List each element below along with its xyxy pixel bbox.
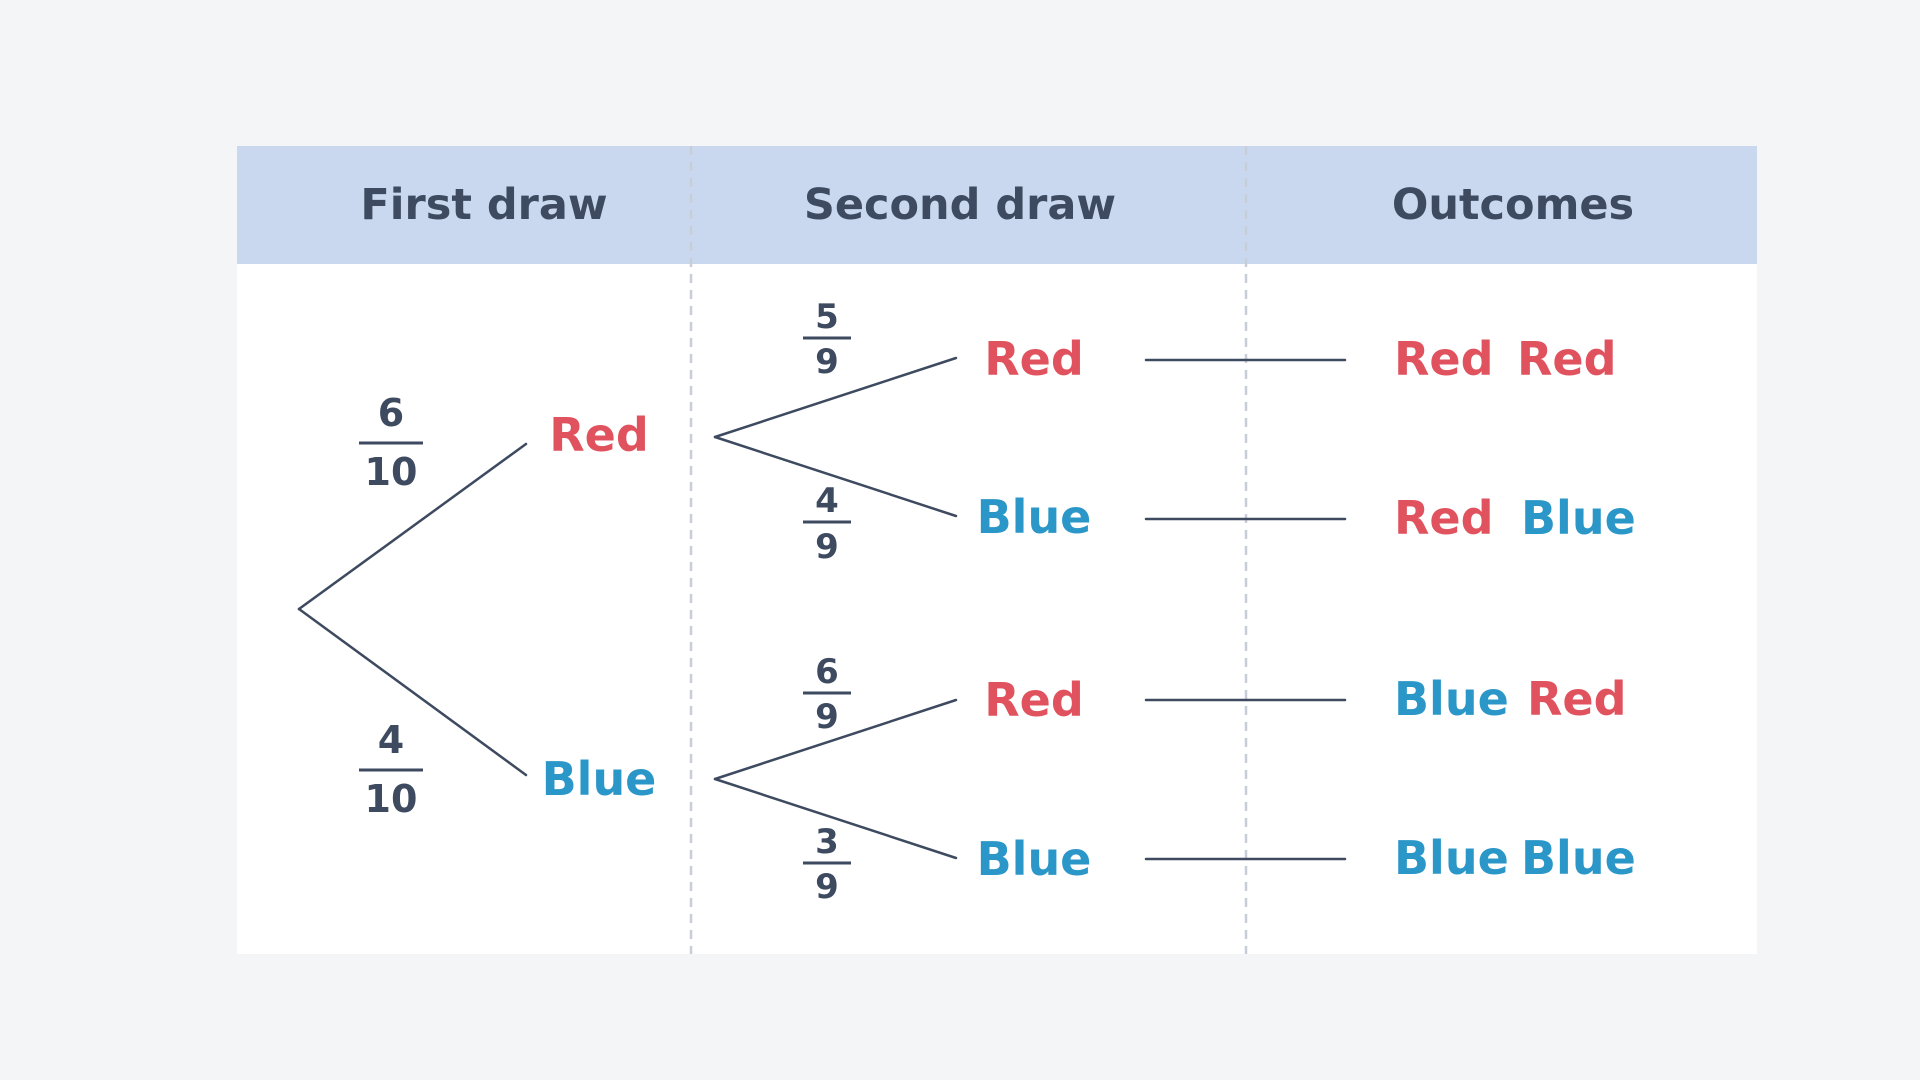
- outcome-2-first: Red: [1394, 491, 1494, 545]
- node-first-red: Red: [549, 408, 649, 462]
- node-second-blue-blue: Blue: [977, 832, 1092, 886]
- fraction-first-red: 6 10: [359, 391, 423, 494]
- fraction-red-red: 5 9: [803, 297, 851, 382]
- fraction-numerator: 5: [815, 297, 839, 337]
- fraction-blue-red: 6 9: [803, 652, 851, 737]
- fraction-numerator: 4: [815, 481, 839, 521]
- fraction-denominator: 10: [365, 777, 418, 821]
- branch-red-to-blue: [713, 435, 958, 518]
- branch-blue-to-blue: [713, 777, 958, 860]
- diagram-panel: [237, 146, 1757, 954]
- header-bar: [237, 146, 1757, 264]
- outcome-3-second: Red: [1527, 672, 1627, 726]
- branch-blue-to-red: [713, 698, 958, 781]
- fraction-denominator: 10: [365, 450, 418, 494]
- fraction-numerator: 6: [378, 391, 404, 435]
- fraction-blue-blue: 3 9: [803, 822, 851, 907]
- fraction-denominator: 9: [815, 867, 839, 907]
- fraction-numerator: 3: [815, 822, 839, 862]
- fraction-first-blue: 4 10: [359, 718, 423, 821]
- fraction-denominator: 9: [815, 697, 839, 737]
- outcome-1-first: Red: [1394, 332, 1494, 386]
- outcome-1-second: Red: [1517, 332, 1617, 386]
- node-second-red-red: Red: [984, 332, 1084, 386]
- node-first-blue: Blue: [542, 752, 657, 806]
- fraction-numerator: 4: [378, 718, 404, 762]
- branch-root-to-blue: [297, 607, 528, 777]
- outcome-4-first: Blue: [1394, 831, 1509, 885]
- outcome-2-second: Blue: [1521, 491, 1636, 545]
- outcome-4-second: Blue: [1521, 831, 1636, 885]
- header-first-draw: First draw: [360, 180, 607, 230]
- node-second-red-blue: Blue: [977, 490, 1092, 544]
- fraction-denominator: 9: [815, 342, 839, 382]
- branch-root-to-red: [297, 442, 528, 611]
- fraction-numerator: 6: [815, 652, 839, 692]
- node-second-blue-red: Red: [984, 673, 1084, 727]
- header-outcomes: Outcomes: [1392, 180, 1634, 230]
- branch-red-to-red: [713, 356, 958, 439]
- header-second-draw: Second draw: [804, 180, 1116, 230]
- fraction-denominator: 9: [815, 527, 839, 567]
- outcome-3-first: Blue: [1394, 672, 1509, 726]
- fraction-red-blue: 4 9: [803, 481, 851, 567]
